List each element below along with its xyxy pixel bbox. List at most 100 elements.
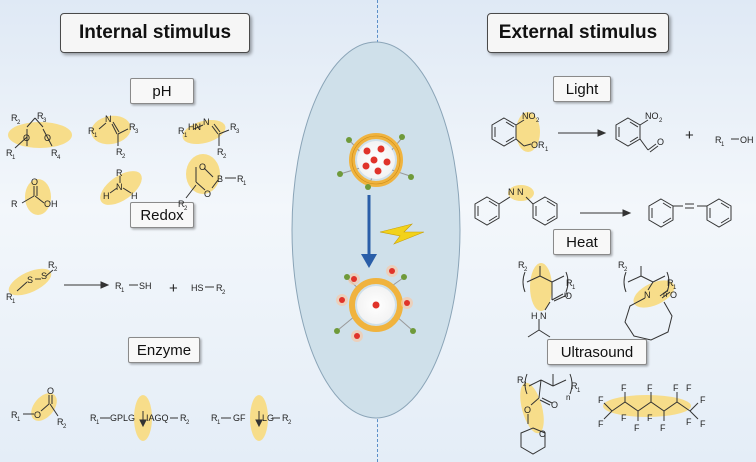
peptide-gflg-structure (221, 411, 280, 428)
svg-text:H: H (103, 191, 110, 201)
svg-text:1: 1 (121, 288, 125, 294)
imine-structure (98, 121, 129, 146)
svg-text:3: 3 (43, 118, 47, 124)
svg-text:R: R (51, 148, 58, 158)
svg-text:R: R (129, 122, 136, 132)
svg-text:R: R (11, 410, 18, 420)
svg-text:R: R (57, 417, 64, 427)
drug-dots (362, 145, 391, 175)
azobenzene-structure (474, 196, 732, 228)
svg-text:2: 2 (524, 267, 528, 273)
svg-text:B: B (217, 174, 223, 184)
svg-text:3: 3 (135, 129, 139, 135)
svg-text:R: R (6, 148, 13, 158)
svg-text:2: 2 (54, 267, 58, 273)
perfluorohexane-structure (603, 392, 699, 421)
nitrobenzyl-structure (491, 117, 739, 153)
svg-text:2: 2 (223, 154, 227, 160)
svg-text:R: R (48, 260, 55, 270)
svg-text:F: F (634, 423, 640, 433)
svg-text:R: R (116, 168, 123, 178)
svg-text:1: 1 (94, 133, 98, 139)
pnipam-structure (522, 266, 569, 338)
svg-text:F: F (598, 419, 604, 429)
svg-text:R: R (571, 381, 578, 391)
svg-text:F: F (621, 413, 627, 423)
svg-text:S: S (41, 271, 47, 281)
svg-text:R: R (11, 113, 18, 123)
svg-text:O: O (23, 133, 30, 143)
svg-text:R: R (178, 199, 185, 209)
svg-text:H: H (531, 311, 538, 321)
svg-text:R: R (518, 260, 525, 270)
svg-text:F: F (700, 419, 706, 429)
svg-text:R: R (618, 260, 625, 270)
svg-text:1: 1 (184, 133, 188, 139)
svg-text:N: N (105, 114, 112, 124)
svg-text:1: 1 (572, 285, 576, 291)
svg-text:GF: GF (233, 413, 246, 423)
category-heat: Heat (553, 229, 611, 255)
svg-text:1: 1 (243, 181, 247, 187)
svg-text:n: n (663, 290, 667, 299)
ligand-dots (337, 134, 414, 190)
svg-text:2: 2 (659, 118, 663, 124)
svg-text:S: S (27, 275, 33, 285)
svg-text:+: + (169, 280, 178, 297)
svg-text:N: N (116, 182, 123, 192)
svg-text:R: R (230, 122, 237, 132)
svg-text:1: 1 (721, 142, 725, 148)
svg-text:F: F (686, 383, 692, 393)
svg-text:O: O (31, 177, 38, 187)
svg-text:R: R (566, 278, 573, 288)
svg-text:O: O (44, 133, 51, 143)
svg-text:N: N (508, 187, 515, 197)
svg-text:2: 2 (288, 420, 292, 426)
svg-text:2: 2 (184, 206, 188, 212)
svg-text:OH: OH (740, 135, 754, 145)
svg-text:N: N (540, 311, 547, 321)
svg-text:2: 2 (624, 267, 628, 273)
svg-text:R: R (37, 111, 44, 121)
hydrazone-structure (193, 123, 230, 146)
nanocarrier-ellipse (291, 41, 461, 419)
svg-text:R: R (237, 174, 244, 184)
svg-text:IAGQ: IAGQ (146, 413, 169, 423)
svg-text:R: R (667, 278, 674, 288)
svg-text:R: R (90, 413, 97, 423)
svg-text:1: 1 (673, 285, 677, 291)
svg-text:3: 3 (236, 129, 240, 135)
svg-text:1: 1 (12, 299, 16, 305)
external-stimulus-title: External stimulus (487, 13, 669, 53)
svg-text:R: R (217, 147, 224, 157)
svg-text:+: + (685, 127, 694, 144)
svg-text:R: R (282, 413, 289, 423)
released-ligand-dots (334, 274, 416, 334)
thp-polymer-structure (520, 373, 573, 455)
svg-text:2: 2 (63, 424, 67, 430)
svg-text:R: R (115, 281, 122, 291)
svg-text:O: O (657, 137, 664, 147)
svg-text:R: R (88, 126, 95, 136)
peptide-gplg-structure (100, 411, 178, 428)
svg-text:F: F (700, 395, 706, 405)
svg-text:NO: NO (645, 111, 659, 121)
svg-text:2: 2 (222, 290, 226, 296)
svg-text:O: O (539, 429, 546, 439)
svg-text:2: 2 (17, 120, 21, 126)
svg-text:R: R (11, 199, 18, 209)
svg-text:R: R (116, 147, 123, 157)
svg-text:1: 1 (12, 155, 16, 161)
svg-text:F: F (686, 417, 692, 427)
svg-text:2: 2 (536, 118, 540, 124)
svg-text:R: R (6, 292, 13, 302)
svg-text:1: 1 (17, 417, 21, 423)
release-arrow (361, 195, 377, 268)
svg-text:N: N (644, 290, 651, 300)
svg-text:n: n (566, 393, 570, 402)
svg-text:R: R (211, 413, 218, 423)
svg-text:n: n (564, 290, 568, 299)
svg-text:R: R (178, 126, 185, 136)
svg-text:O: O (34, 410, 41, 420)
svg-text:OH: OH (44, 199, 58, 209)
